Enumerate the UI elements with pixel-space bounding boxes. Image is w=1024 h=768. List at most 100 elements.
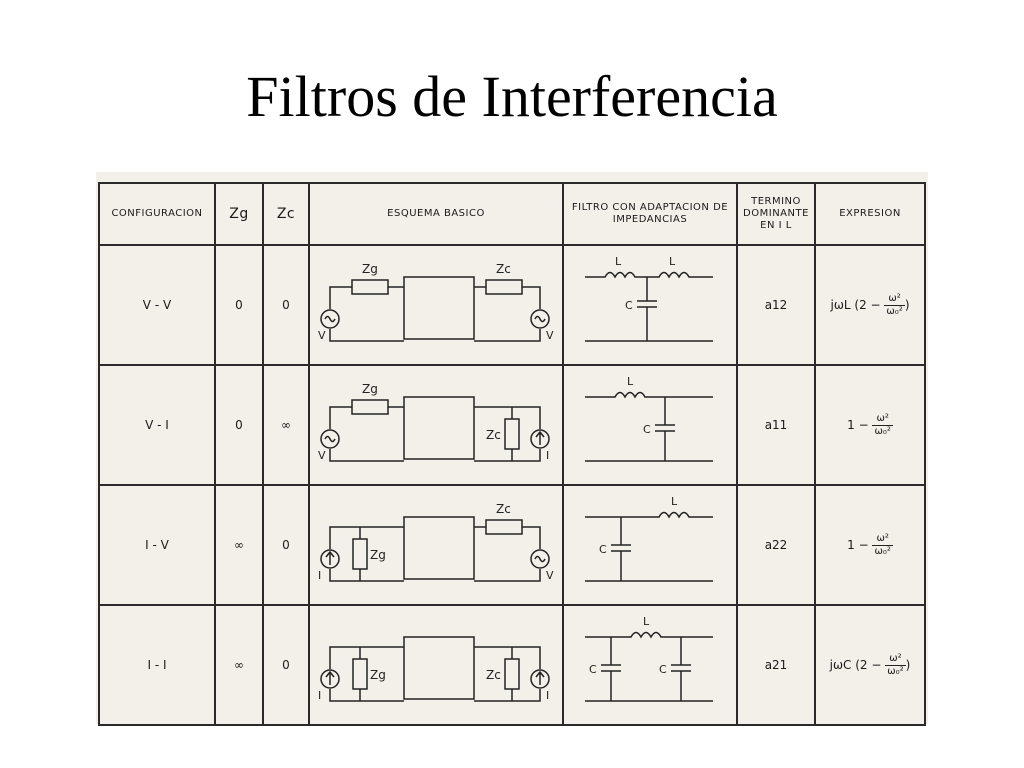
label-zg: Zg bbox=[362, 262, 378, 276]
label-left-source: I bbox=[318, 689, 321, 702]
table-row: I - I ∞ 0 Zg Zc I I bbox=[98, 604, 926, 726]
label-l1: L bbox=[643, 615, 650, 628]
label-right-source: I bbox=[546, 689, 549, 702]
header-configuracion: CONFIGURACION bbox=[98, 182, 216, 246]
filtro-cell: L L C bbox=[562, 244, 738, 366]
expr-denominator: ω₀² bbox=[887, 665, 904, 677]
table-row: I - V ∞ 0 Zg Zc I V bbox=[98, 484, 926, 606]
zg-cell: 0 bbox=[214, 364, 264, 486]
label-l1: L bbox=[671, 495, 678, 508]
config-cell: V - V bbox=[98, 244, 216, 366]
header-zc: Zc bbox=[262, 182, 310, 246]
label-right-source: I bbox=[546, 449, 549, 462]
scanned-table-image: CONFIGURACION Zg Zc ESQUEMA BASICO FILTR… bbox=[96, 172, 928, 726]
zc-cell: 0 bbox=[262, 244, 310, 366]
label-c1: C bbox=[625, 299, 633, 312]
label-c1: C bbox=[589, 663, 597, 676]
expr-close: ) bbox=[904, 297, 910, 312]
label-c1: C bbox=[599, 543, 607, 556]
expr-denominator: ω₀² bbox=[874, 425, 891, 437]
filter-schematic-l: L C bbox=[585, 375, 713, 462]
expr-open: (2 − bbox=[854, 297, 881, 312]
expr-prefix: jωC bbox=[829, 657, 852, 672]
esquema-cell: Zg Zc V V bbox=[308, 244, 564, 366]
expr-open: (2 − bbox=[855, 657, 882, 672]
label-right-source: V bbox=[546, 329, 554, 342]
header-termino: TERMINO DOMINANTE EN I L bbox=[736, 182, 816, 246]
label-c1: C bbox=[643, 423, 651, 436]
basic-schematic-vv: Zg Zc V V bbox=[318, 262, 554, 342]
expr-numerator: ω² bbox=[884, 293, 905, 306]
label-l1: L bbox=[627, 375, 634, 388]
basic-schematic-ii: Zg Zc I I bbox=[318, 635, 550, 702]
zg-cell: 0 bbox=[214, 244, 264, 366]
filtro-cell: L C C bbox=[562, 604, 738, 726]
header-expresion: EXPRESION bbox=[814, 182, 926, 246]
config-cell: V - I bbox=[98, 364, 216, 486]
label-zc: Zc bbox=[486, 668, 501, 682]
label-l1: L bbox=[615, 255, 622, 268]
label-zg: Zg bbox=[370, 548, 386, 562]
config-cell: I - V bbox=[98, 484, 216, 606]
termino-cell: a11 bbox=[736, 364, 816, 486]
label-l2: L bbox=[669, 255, 676, 268]
esquema-cell: Zg Zc V I bbox=[308, 364, 564, 486]
config-cell: I - I bbox=[98, 604, 216, 726]
expr-prefix: jωL bbox=[830, 297, 851, 312]
basic-schematic-iv: Zg Zc I V bbox=[318, 502, 554, 582]
expr-open: 1 − bbox=[847, 417, 869, 432]
label-right-source: V bbox=[546, 569, 554, 582]
header-filtro: FILTRO CON ADAPTACION DE IMPEDANCIAS bbox=[562, 182, 738, 246]
table-header-row: CONFIGURACION Zg Zc ESQUEMA BASICO FILTR… bbox=[98, 182, 926, 246]
expr-numerator: ω² bbox=[872, 533, 893, 546]
label-zc: Zc bbox=[496, 262, 511, 276]
filter-schematic-l-rev: L C bbox=[585, 495, 713, 582]
filtro-cell: L C bbox=[562, 364, 738, 486]
table-row: V - V 0 0 Zg Zc V V bbox=[98, 244, 926, 366]
expr-denominator: ω₀² bbox=[874, 545, 891, 557]
expr-close: ) bbox=[905, 657, 911, 672]
termino-cell: a22 bbox=[736, 484, 816, 606]
filter-schematic-t: L L C bbox=[585, 255, 713, 342]
table-row: V - I 0 ∞ Zg Zc V I bbox=[98, 364, 926, 486]
esquema-cell: Zg Zc I V bbox=[308, 484, 564, 606]
filter-schematic-pi: L C C bbox=[585, 615, 713, 702]
label-zc: Zc bbox=[486, 428, 501, 442]
filtro-cell: L C bbox=[562, 484, 738, 606]
zc-cell: 0 bbox=[262, 484, 310, 606]
esquema-cell: Zg Zc I I bbox=[308, 604, 564, 726]
zc-cell: 0 bbox=[262, 604, 310, 726]
termino-cell: a12 bbox=[736, 244, 816, 366]
header-esquema: ESQUEMA BASICO bbox=[308, 182, 564, 246]
zg-cell: ∞ bbox=[214, 484, 264, 606]
expr-open: 1 − bbox=[847, 537, 869, 552]
slide-title: Filtros de Interferencia bbox=[246, 64, 778, 129]
filter-table: CONFIGURACION Zg Zc ESQUEMA BASICO FILTR… bbox=[98, 182, 926, 726]
expr-numerator: ω² bbox=[885, 653, 906, 666]
expr-denominator: ω₀² bbox=[886, 305, 903, 317]
expr-numerator: ω² bbox=[872, 413, 893, 426]
termino-cell: a21 bbox=[736, 604, 816, 726]
label-left-source: I bbox=[318, 569, 321, 582]
label-zc: Zc bbox=[496, 502, 511, 516]
label-left-source: V bbox=[318, 449, 326, 462]
label-zg: Zg bbox=[370, 668, 386, 682]
header-zg: Zg bbox=[214, 182, 264, 246]
zc-cell: ∞ bbox=[262, 364, 310, 486]
label-zg: Zg bbox=[362, 382, 378, 396]
zg-cell: ∞ bbox=[214, 604, 264, 726]
basic-schematic-vi: Zg Zc V I bbox=[318, 382, 550, 462]
label-c2: C bbox=[659, 663, 667, 676]
